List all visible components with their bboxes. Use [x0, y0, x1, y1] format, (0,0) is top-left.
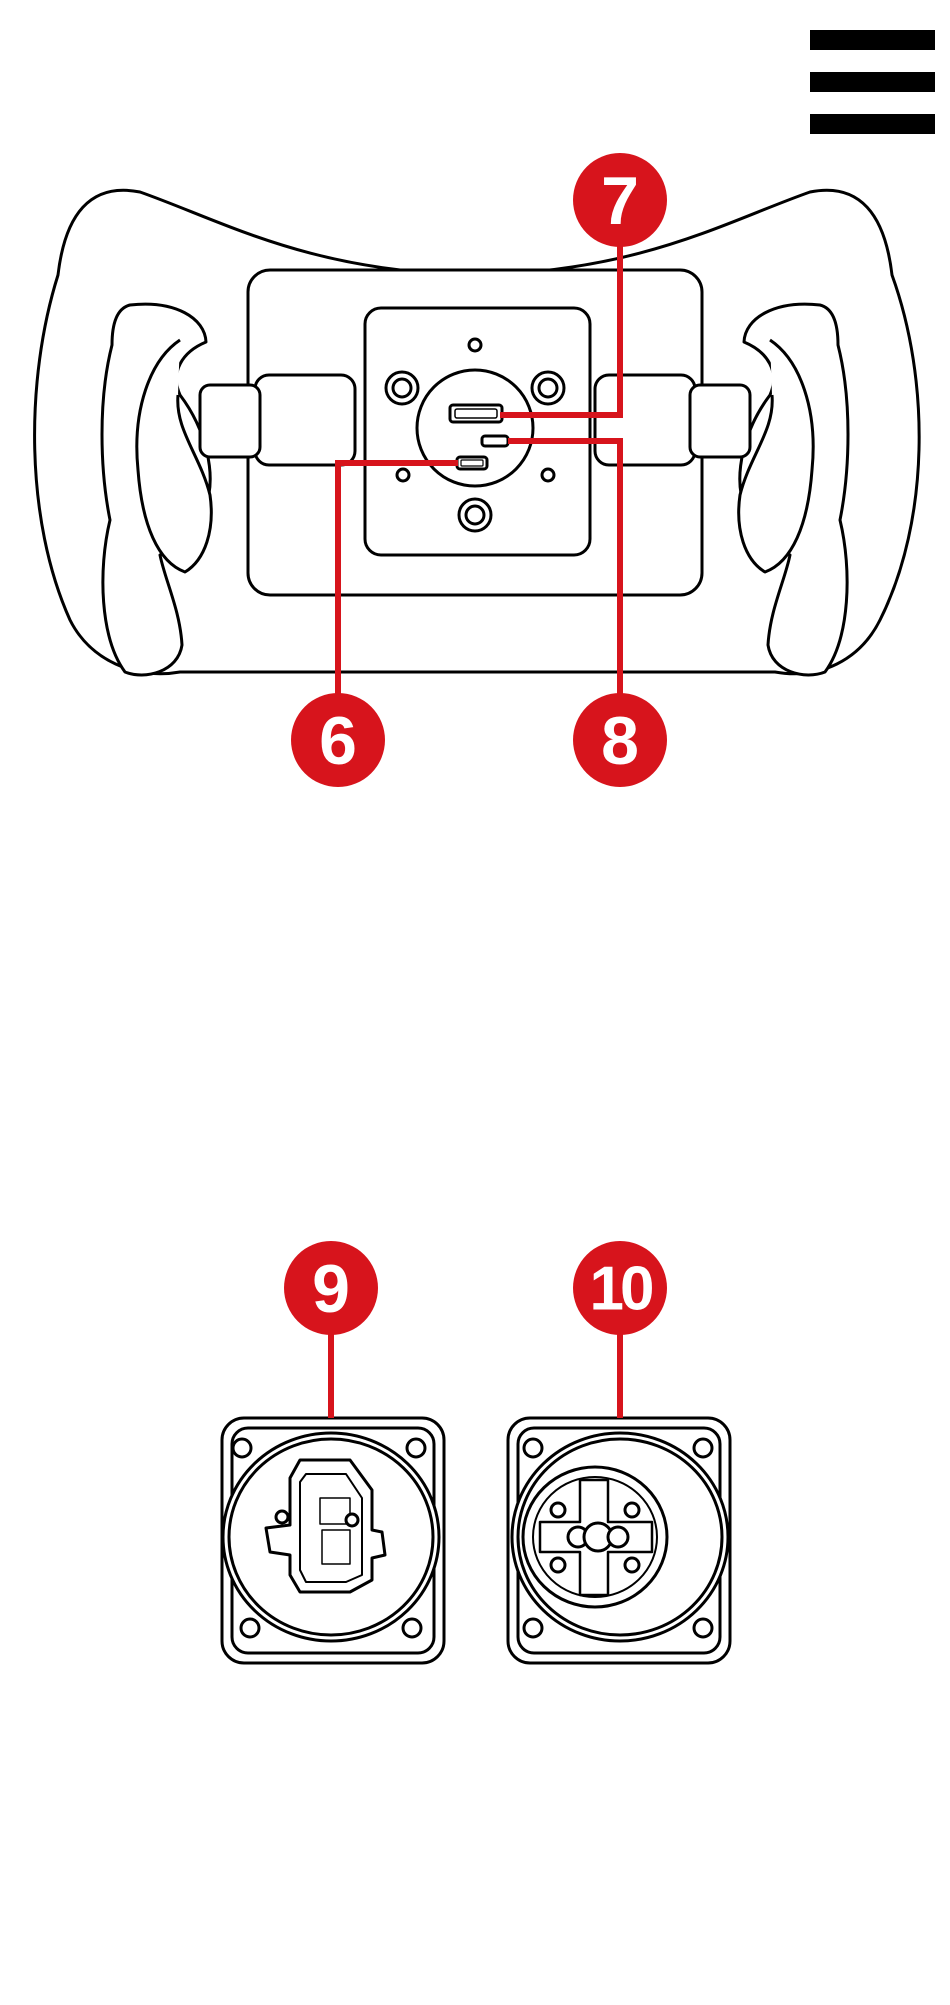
callout-6: 6	[291, 693, 385, 787]
callout-10-label: 10	[590, 1255, 652, 1324]
callout-7-label: 7	[601, 163, 639, 239]
base-side-quick-release-connector	[508, 1418, 730, 1663]
wheel-side-quick-release-connector	[222, 1418, 444, 1663]
connector-leader-lines	[331, 1330, 620, 1418]
callout-9-label: 9	[312, 1251, 350, 1327]
callout-6-label: 6	[319, 703, 357, 779]
callout-7: 7	[573, 153, 667, 247]
steering-wheel-rear-view	[35, 190, 920, 675]
callout-8-label: 8	[601, 703, 639, 779]
callout-10: 10	[573, 1241, 667, 1335]
callout-8: 8	[573, 693, 667, 787]
callout-9: 9	[284, 1241, 378, 1335]
